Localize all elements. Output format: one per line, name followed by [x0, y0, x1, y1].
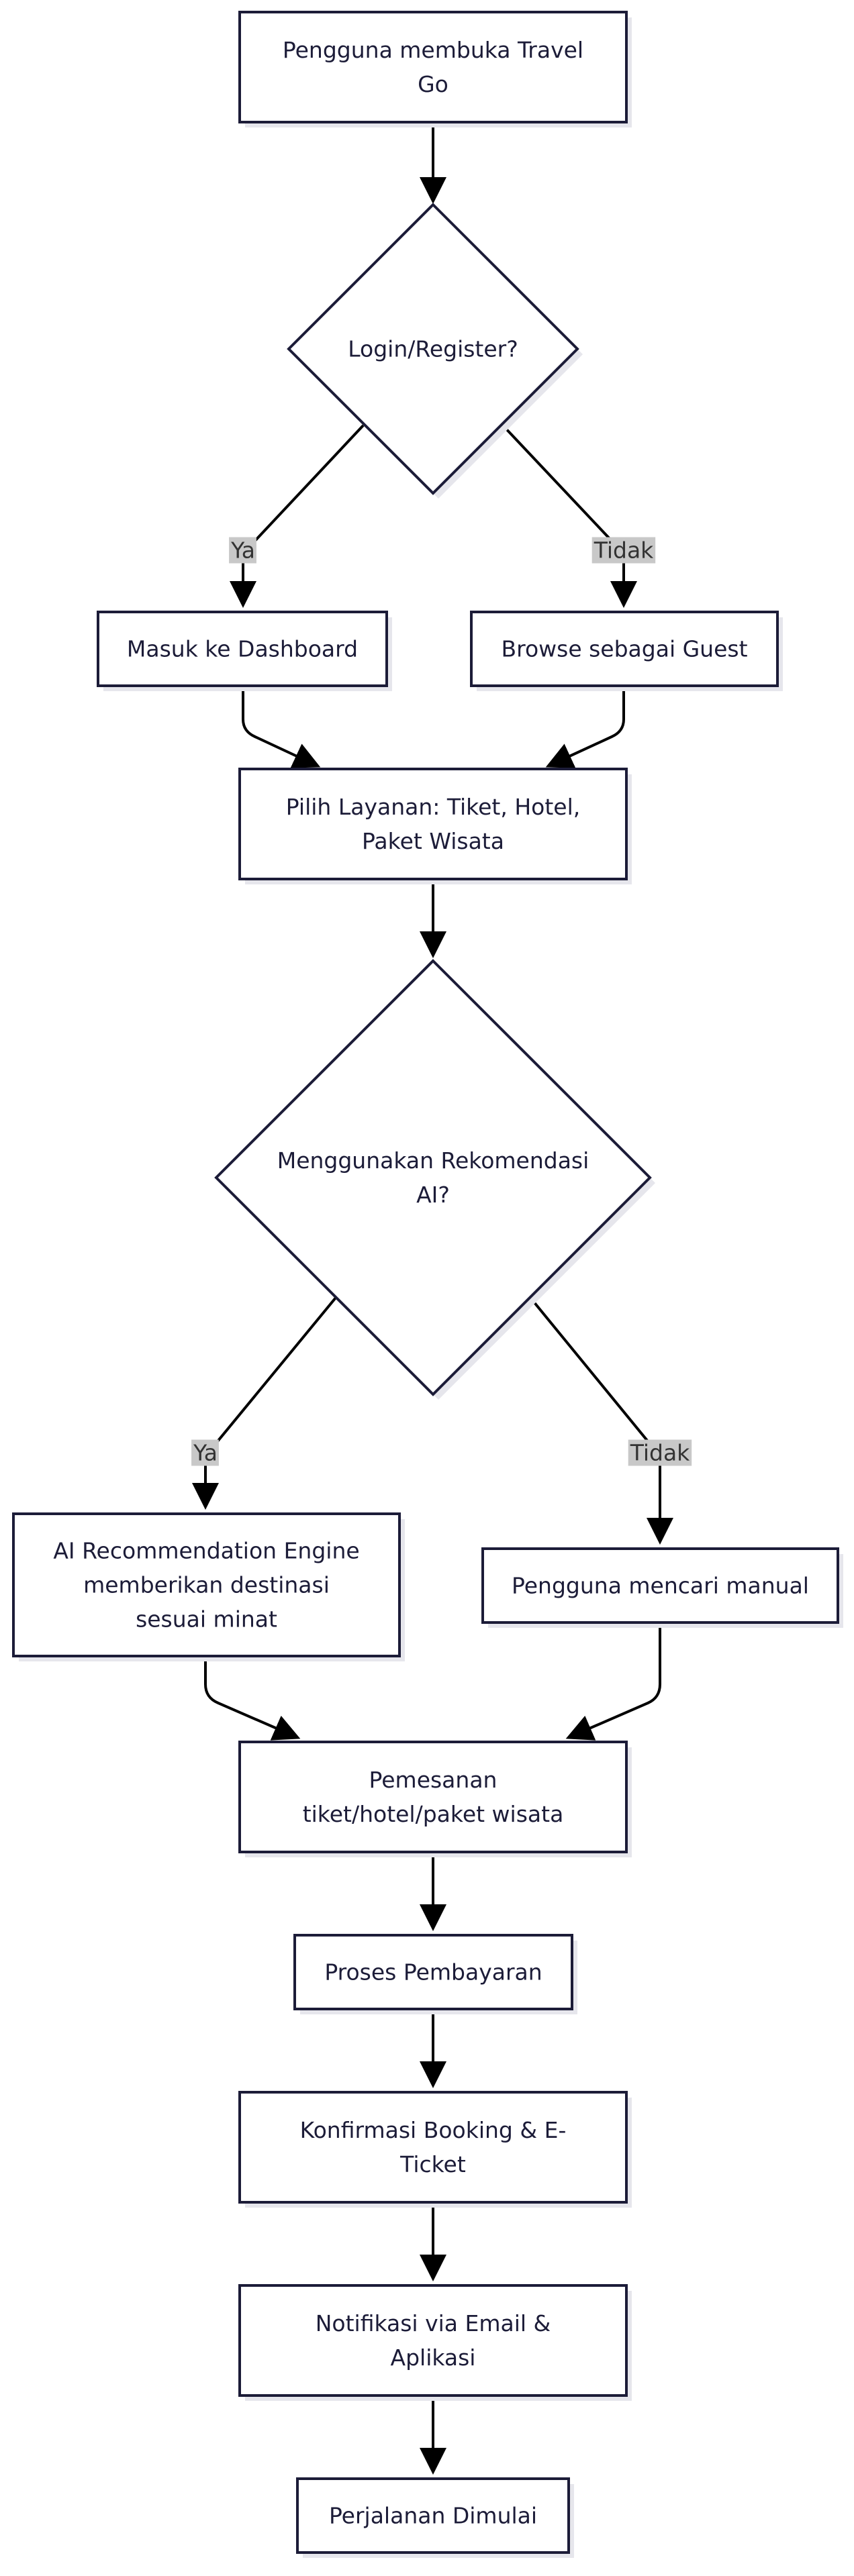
edge-label-background [628, 1439, 692, 1466]
node-label-line: Proses Pembayaran [324, 1959, 542, 1986]
node-label-line: Pilih Layanan: Tiket, Hotel, [286, 794, 580, 820]
process-box [481, 1547, 839, 1624]
node-label-line: Masuk ke Dashboard [127, 636, 358, 662]
node-ai-engine: AI Recommendation Engine memberikan desti… [12, 1512, 405, 1661]
node-label-line: Paket Wisata [362, 828, 504, 854]
node-label-line: Login/Register? [348, 336, 518, 362]
process-box [238, 2091, 628, 2204]
node-label-line: Pengguna mencari manual [512, 1573, 809, 1599]
edge-label-login-yes: Ya [229, 537, 256, 564]
node-label-line: Browse sebagai Guest [501, 636, 747, 662]
node-booking: Pemesanan tiket/hotel/paket wisata [238, 1741, 632, 1857]
node-label-line: Menggunakan Rekomendasi [277, 1147, 589, 1174]
node-payment: Proses Pembayaran [293, 1934, 577, 2014]
edge-engine-to-booking [204, 1656, 301, 1741]
edge-label-background [591, 537, 656, 564]
edge-login-to-dashboard [230, 424, 365, 608]
node-label-line: memberikan destinasi [83, 1572, 330, 1598]
edge-label-ai-no: Tidak [628, 1439, 692, 1466]
edge-login-to-guest [502, 424, 637, 608]
node-label-line: Go [418, 71, 448, 97]
process-box [238, 1741, 628, 1853]
node-manual-search: Pengguna mencari manual [481, 1547, 843, 1628]
edge-label-text: Tidak [594, 537, 654, 564]
edge-manual-to-booking [565, 1622, 661, 1741]
node-label-line: Perjalanan Dimulai [329, 2503, 537, 2529]
node-label-line: Aplikasi [391, 2345, 476, 2371]
node-label-line: AI? [416, 1182, 450, 1208]
nodes-layer: Pengguna membuka TravelGoLogin/Register?… [12, 11, 843, 2558]
edge-dashboard-to-service [242, 686, 321, 768]
node-label-line: Pemesanan [369, 1767, 497, 1793]
decision-diamond [214, 959, 652, 1396]
process-box [296, 2477, 570, 2554]
node-choose-service: Pilih Layanan: Tiket, Hotel, Paket Wisata [238, 768, 632, 884]
node-trip-start: Perjalanan Dimulai [296, 2477, 574, 2558]
node-label-line: Konfirmasi Booking & E- [300, 2117, 567, 2143]
process-box [12, 1512, 401, 1657]
edge-ai-to-engine [192, 1296, 337, 1510]
edges-layer [192, 122, 673, 2475]
edge-label-background [191, 1439, 219, 1466]
node-label-line: sesuai minat [136, 1606, 277, 1633]
node-label-line: Ticket [399, 2151, 466, 2177]
edge-label-background [229, 537, 256, 564]
node-guest: Browse sebagai Guest [470, 611, 783, 691]
node-login-decision: Login/Register? [287, 203, 583, 499]
node-label-line: tiket/hotel/paket wisata [303, 1801, 564, 1827]
process-box [293, 1934, 573, 2010]
decision-diamond [287, 203, 579, 495]
process-box [238, 11, 628, 123]
node-notification: Notifikasi via Email & Aplikasi [238, 2284, 632, 2401]
edge-label-text: Ya [193, 1440, 218, 1466]
node-label-line: Pengguna membuka Travel [283, 37, 583, 63]
process-box [238, 768, 628, 880]
process-box [238, 2284, 628, 2397]
edge-ai-to-manual [529, 1296, 673, 1545]
edge-label-text: Tidak [630, 1440, 690, 1466]
edge-label-login-no: Tidak [591, 537, 656, 564]
node-confirmation: Konfirmasi Booking & E- Ticket [238, 2091, 632, 2208]
process-box [470, 611, 779, 687]
edge-label-ai-yes: Ya [191, 1439, 219, 1466]
edge-label-text: Ya [230, 537, 255, 564]
node-dashboard: Masuk ke Dashboard [97, 611, 392, 691]
node-label-line: Notifikasi via Email & [316, 2310, 551, 2336]
node-label-line: AI Recommendation Engine [53, 1538, 359, 1564]
process-box [97, 611, 388, 687]
edge-guest-to-service [545, 686, 625, 768]
